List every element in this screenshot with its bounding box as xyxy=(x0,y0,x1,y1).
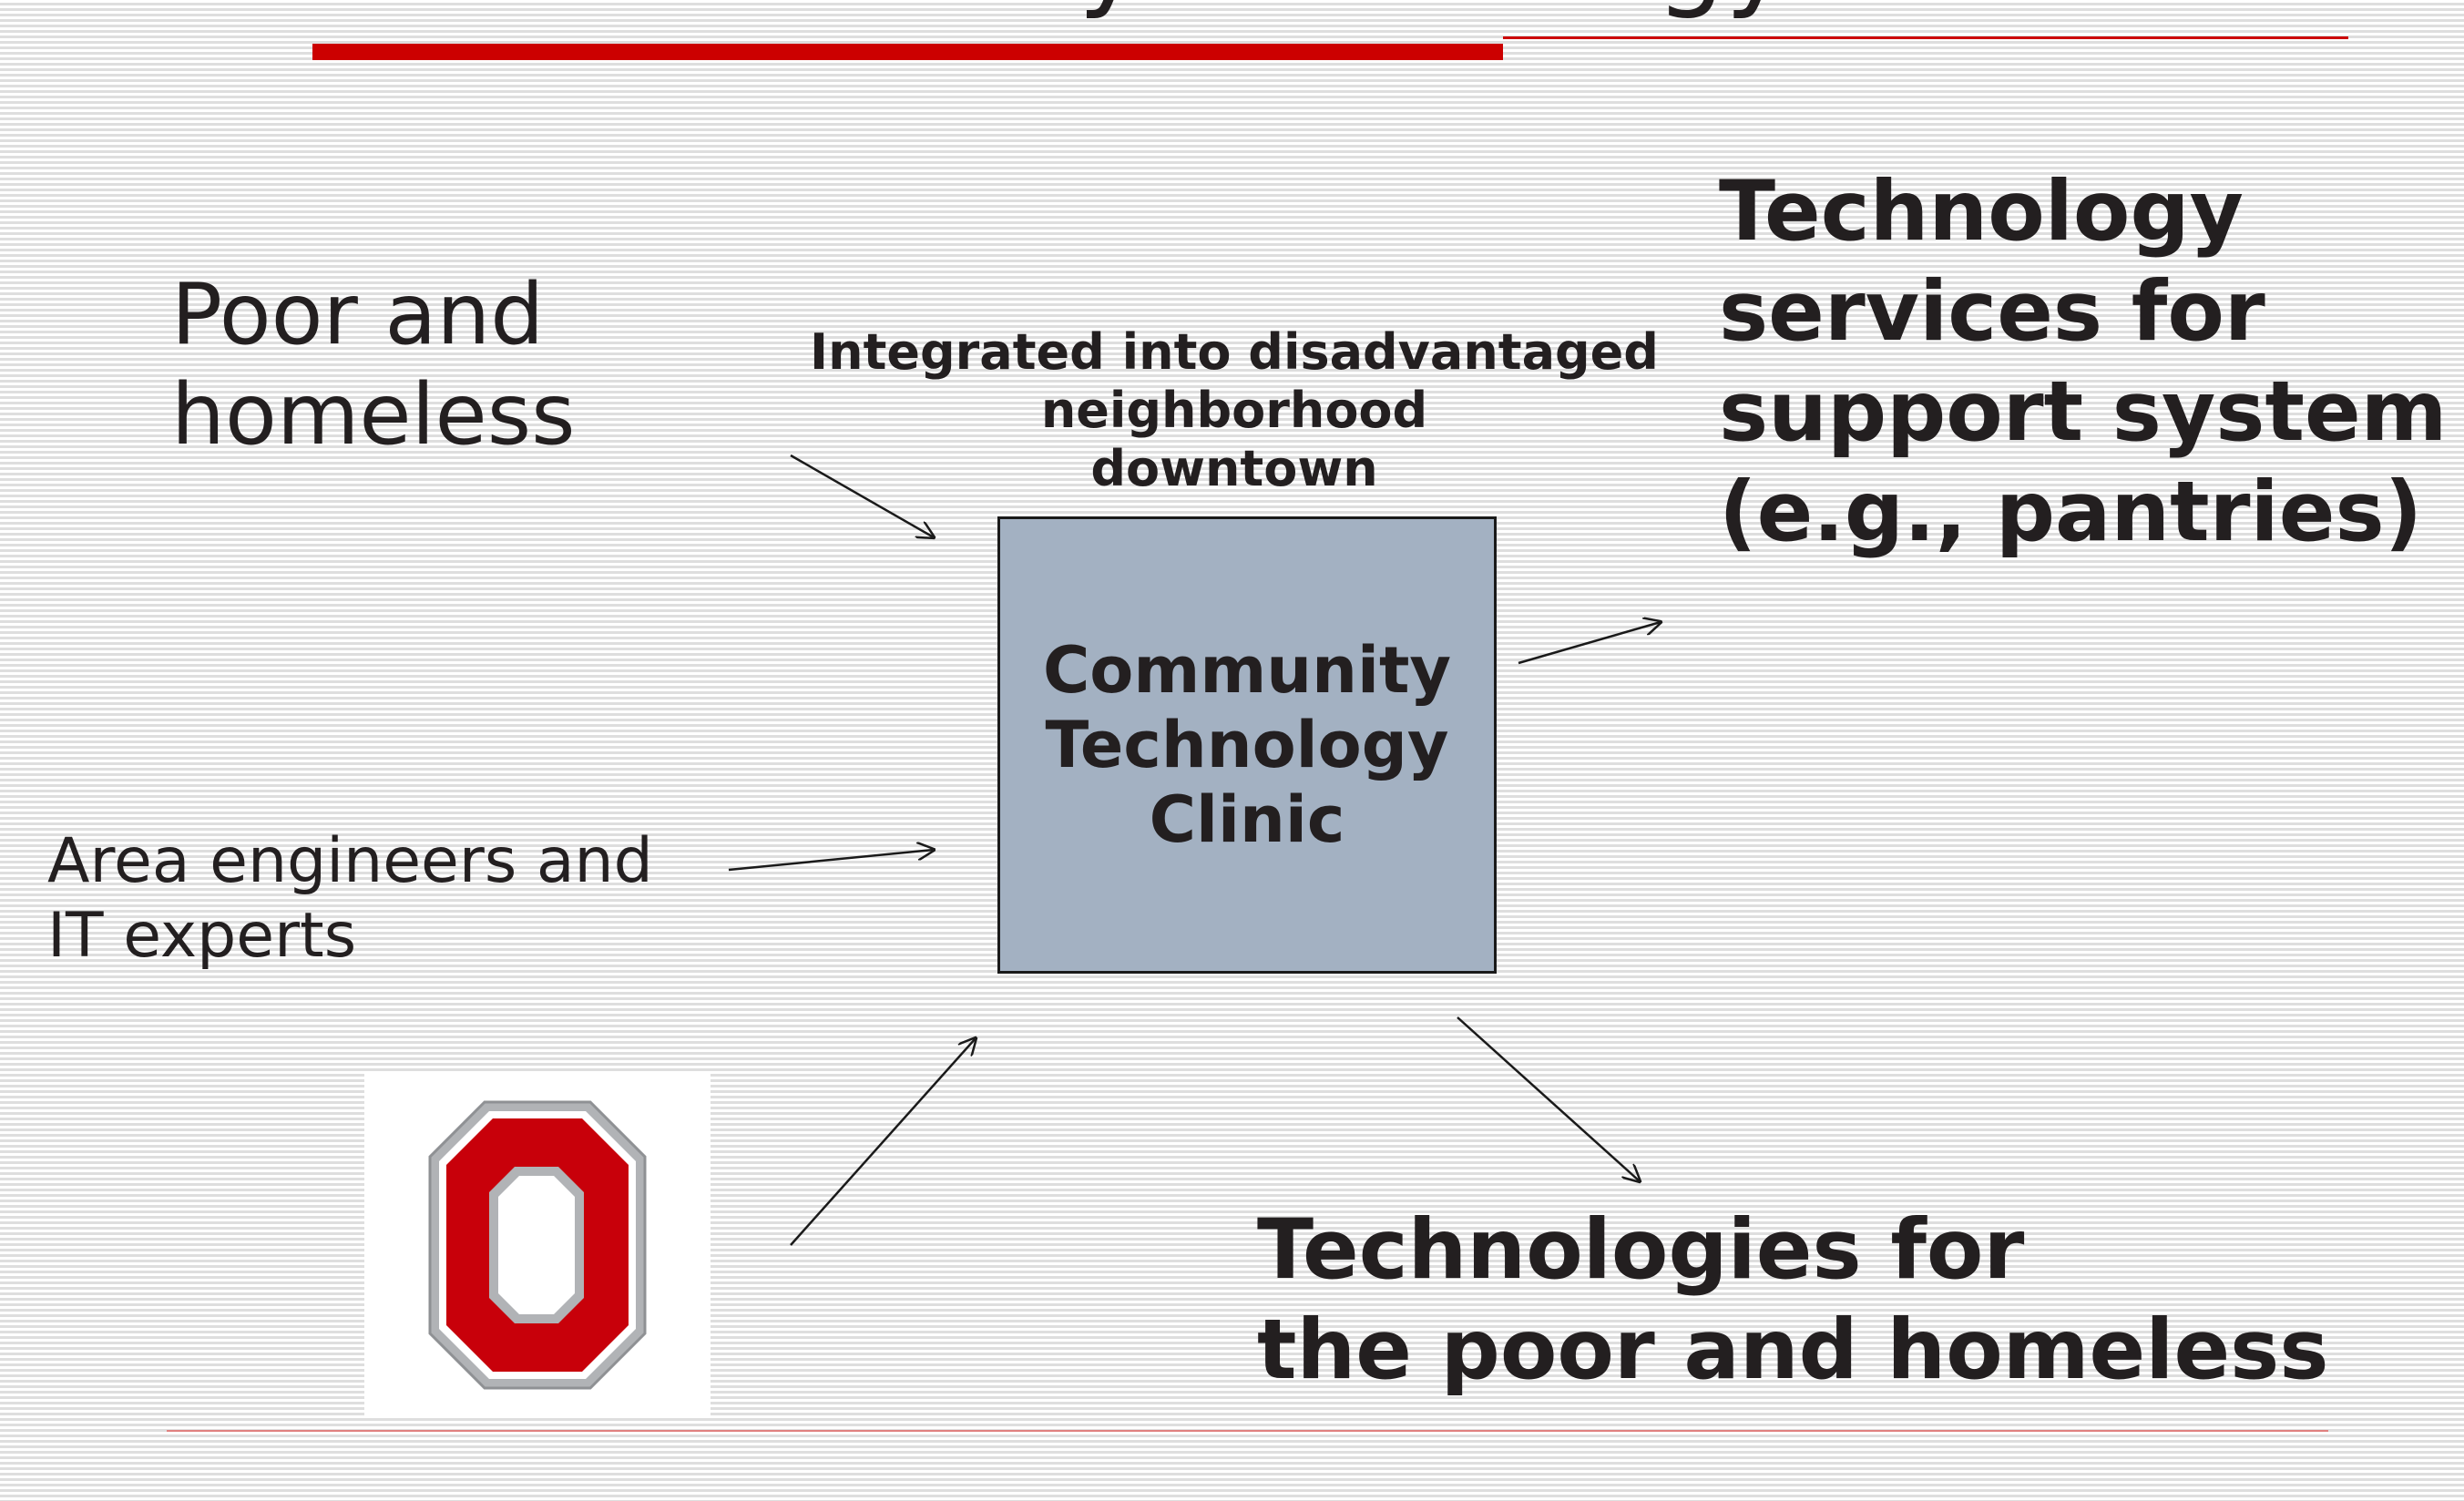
footer-rule xyxy=(167,1430,2328,1432)
arrow-clinic-to-services xyxy=(1518,622,1661,665)
title-underline-thick xyxy=(312,44,1503,60)
title-underline-thin xyxy=(1503,36,2348,39)
arrow-logo-to-clinic xyxy=(790,1038,976,1246)
arrow-clinic-to-technologies xyxy=(1457,1016,1640,1181)
slide-title: Community Technology Clinic xyxy=(510,0,2121,14)
arrow-experts-to-clinic xyxy=(728,850,934,872)
block-o-logo-icon xyxy=(428,1100,647,1390)
university-logo-panel xyxy=(364,1073,711,1417)
